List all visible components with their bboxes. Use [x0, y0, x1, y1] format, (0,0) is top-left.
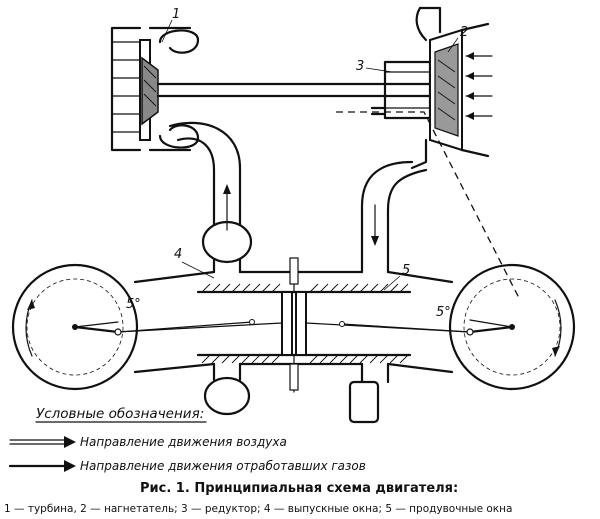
figure-caption-parts: 1 — турбина, 2 — нагнетатель; 3 — редукт…	[4, 503, 512, 515]
liner-hatching-bottom	[201, 354, 409, 364]
piston-right	[295, 291, 307, 356]
lower-exhaust-bulb	[203, 362, 251, 416]
piston-left	[281, 291, 293, 356]
blower-top-scroll	[415, 6, 442, 42]
exhaust-lower-neck	[212, 258, 242, 274]
turbine-inlet	[110, 26, 142, 152]
scavenge-inner	[386, 168, 428, 274]
cylinder-top-wall	[133, 270, 454, 284]
scavenge-arrow-down	[371, 236, 379, 246]
main-shaft	[156, 82, 432, 98]
callout-2: 2	[460, 25, 468, 40]
angle-label-left: 5°	[126, 297, 141, 312]
exhaust-elbow-outer	[168, 121, 242, 207]
cylinder-assembly	[11, 257, 576, 393]
legend-exhaust-arrow	[8, 460, 76, 472]
drive-linkage	[336, 111, 521, 301]
crank-arm-left	[73, 325, 120, 334]
legend-heading: Условные обозначения:	[36, 406, 204, 422]
callout-4: 4	[174, 247, 182, 262]
angle-label-right: 5°	[436, 305, 451, 320]
turbine-inlet-lines	[111, 41, 141, 133]
exhaust-elbow-inner	[176, 137, 216, 207]
crank-path-left	[26, 278, 124, 376]
exhaust-arrow-up	[223, 184, 231, 194]
turbine-unit	[110, 26, 200, 152]
legend-air-arrow	[9, 436, 76, 448]
injector-bottom	[289, 363, 299, 391]
exhaust-pipe	[168, 121, 253, 274]
turbine-bottom-volute	[158, 124, 200, 149]
callout-5: 5	[402, 263, 410, 278]
gearbox-stub	[370, 106, 387, 116]
cylinder-bottom-wall	[133, 362, 454, 374]
blower-intake-arrows	[465, 52, 493, 120]
blower-outlet	[410, 138, 428, 170]
scavenge-pipe	[360, 160, 428, 274]
blower-intake-edges	[460, 22, 490, 158]
legend: Условные обозначения: Направление движен…	[8, 406, 366, 473]
callout-3: 3	[356, 59, 364, 74]
figure-caption-title: Рис. 1. Принципиальная схема двигателя:	[140, 481, 458, 496]
crankcase-right	[448, 263, 576, 391]
crankcase-left	[11, 263, 139, 391]
exhaust-neck	[212, 203, 242, 226]
callouts: 1 2 3 4 5 5° 5°	[126, 7, 468, 320]
turbine-rotor	[141, 56, 159, 126]
turbine-top-volute	[158, 29, 200, 54]
blower-unit	[410, 6, 493, 170]
callout-1: 1	[172, 7, 180, 22]
legend-air-text: Направление движения воздуха	[80, 435, 287, 449]
gearbox-body	[383, 60, 432, 120]
crank-path-right	[463, 278, 561, 376]
turbine-casing-edge	[148, 26, 192, 152]
liner-hatching-top	[201, 283, 409, 293]
lower-scavenge-box	[348, 362, 390, 424]
scavenge-outer	[360, 160, 414, 274]
blower-impeller	[434, 43, 459, 137]
injector-top	[289, 257, 299, 285]
legend-exhaust-text: Направление движения отработавших газов	[80, 459, 366, 473]
crank-arm-right	[468, 325, 514, 334]
